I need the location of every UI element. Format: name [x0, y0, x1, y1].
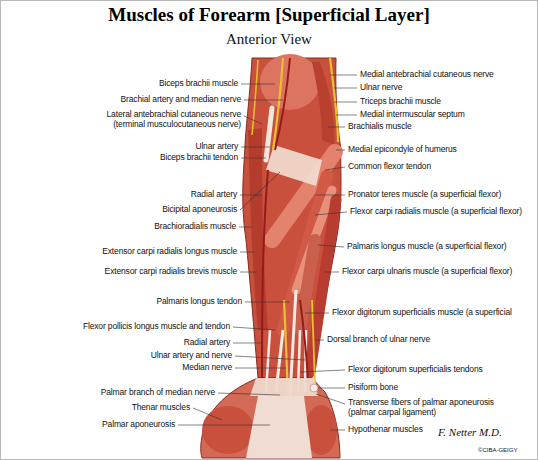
anatomy-label: Pisiform bone — [348, 383, 398, 393]
anatomy-label: Dorsal branch of ulnar nerve — [327, 335, 430, 345]
anatomy-label: Pronator teres muscle (a superficial fle… — [348, 190, 501, 200]
anatomy-label: Ulnar artery — [195, 142, 238, 152]
anatomy-label: Biceps brachii tendon — [160, 153, 238, 163]
signature: F. Netter M.D. — [438, 426, 502, 439]
anatomy-label: Median nerve — [182, 363, 232, 373]
anatomy-label: Triceps brachii muscle — [360, 97, 441, 107]
anatomy-label: Extensor carpi radialis longus muscle — [102, 247, 237, 257]
anatomy-label: Radial artery — [191, 190, 237, 200]
anatomy-label: Lateral antebrachial cutaneous nerve (te… — [91, 110, 241, 130]
anatomy-label: Medial intermuscular septum — [360, 110, 465, 120]
anatomy-label: Common flexor tendon — [348, 162, 431, 172]
anatomy-label: Medial epicondyle of humerus — [348, 145, 457, 155]
anatomy-label: Transverse fibers of palmar aponeurosis … — [348, 398, 508, 418]
anatomy-label: Flexor digitorum superficialis tendons — [348, 365, 483, 375]
anatomy-label: Hypothenar muscles — [348, 425, 423, 435]
anatomy-label: Flexor pollicis longus muscle and tendon — [83, 322, 230, 332]
anatomy-label: Brachioradialis muscle — [154, 222, 236, 232]
title: Muscles of Forearm [Superficial Layer] — [0, 4, 538, 26]
subtitle: Anterior View — [226, 31, 312, 48]
anatomy-label: Ulnar nerve — [360, 83, 402, 93]
anatomy-label: Extensor carpi radialis brevis muscle — [105, 267, 237, 277]
anatomy-label: Medial antebrachial cutaneous nerve — [360, 70, 494, 80]
anatomy-label: Bicipital aponeurosis — [162, 205, 237, 215]
anatomy-label: Biceps brachii muscle — [159, 79, 238, 89]
anatomy-label: Flexor digitorum superficialis muscle (a… — [332, 308, 512, 318]
anatomy-label: Brachialis muscle — [348, 122, 412, 132]
anatomy-label: Thenar muscles — [132, 403, 190, 413]
copyright: ©CIBA-GEIGY — [478, 447, 517, 454]
anatomy-label: Flexor carpi ulnaris muscle (a superfici… — [342, 267, 512, 277]
anatomy-label: Radial artery — [184, 338, 230, 348]
anatomy-label: Flexor carpi radialis muscle (a superfic… — [350, 207, 522, 217]
anatomy-label: Palmaris longus muscle (a superficial fl… — [347, 242, 507, 252]
anatomy-label: Brachial artery and median nerve — [121, 95, 241, 105]
anatomy-label: Palmaris longus tendon — [156, 297, 242, 307]
anatomy-label: Palmar branch of median nerve — [101, 388, 215, 398]
anatomy-label: Palmar aponeurosis — [102, 420, 175, 430]
anatomy-label: Ulnar artery and nerve — [151, 351, 232, 361]
